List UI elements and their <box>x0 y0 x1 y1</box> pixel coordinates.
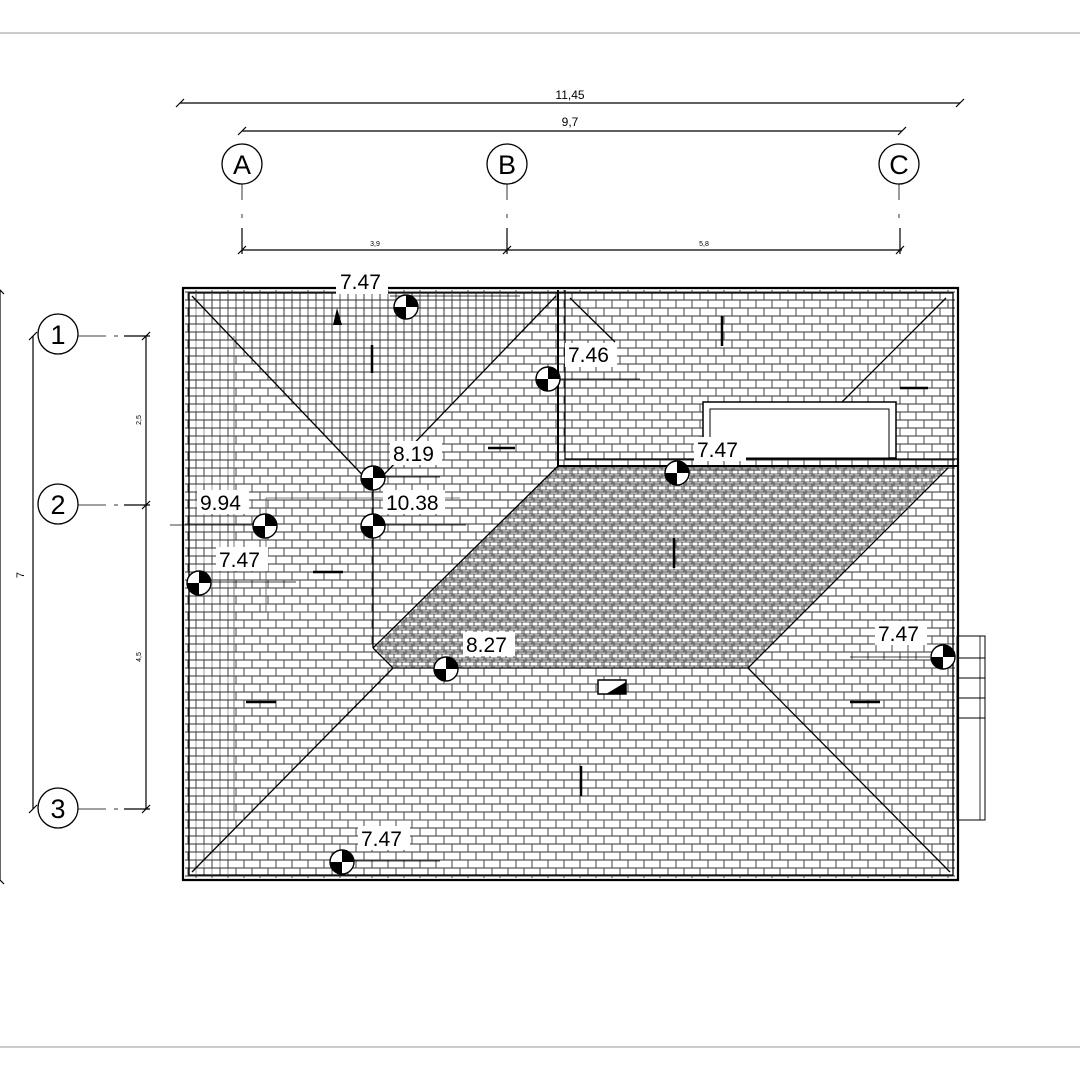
axis-label-b: B <box>498 150 516 180</box>
elevation-label-top-left-eave: 7.47 <box>340 271 381 294</box>
axis-bubble-2: 2 <box>37 483 118 525</box>
dimension-overall-depth-label: 7 <box>15 572 27 578</box>
elevation-label-mid-eave: 7.47 <box>697 439 738 462</box>
axis-bubble-b: B <box>486 143 528 218</box>
dimension-axis-width-label: 9,7 <box>562 115 579 129</box>
dimension-rows-depth <box>28 331 38 814</box>
elevation-marker-mid-eave: 7.47 <box>664 437 760 486</box>
axis-label-2: 2 <box>50 490 65 520</box>
dimension-span-bc-label: 5,8 <box>699 241 709 248</box>
dimension-spans-ab-bc <box>237 228 905 255</box>
axis-bubble-c: C <box>878 143 920 218</box>
elevation-marker-peak: 10.38 <box>360 490 466 539</box>
dimension-axis-width <box>237 126 907 136</box>
dimension-span-ab-label: 3,9 <box>370 241 380 248</box>
axis-bubble-1: 1 <box>37 313 118 355</box>
elevation-marker-ridge-lower: 8.27 <box>433 632 520 682</box>
elevation-marker-right-eave: 7.47 <box>850 621 956 670</box>
roof-outline <box>181 286 986 882</box>
elevation-marker-bottom-eave: 7.47 <box>329 826 440 875</box>
elevation-label-peak: 10.38 <box>386 492 439 515</box>
dimension-overall-depth <box>0 289 5 885</box>
dimension-span-23-label: 4,5 <box>136 652 143 662</box>
elevation-label-bottom-eave: 7.47 <box>361 828 402 851</box>
elevation-label-left-eave: 7.47 <box>219 549 260 572</box>
dimension-rows-spans <box>124 331 151 814</box>
axis-label-a: A <box>233 150 251 180</box>
elevation-label-inner-valley: 7.46 <box>568 344 609 367</box>
axis-label-c: C <box>889 150 909 180</box>
elevation-marker-inner-valley: 7.46 <box>535 343 640 392</box>
dimension-overall-width <box>175 98 965 108</box>
axis-label-3: 3 <box>50 794 65 824</box>
elevation-label-right-eave: 7.47 <box>878 623 919 646</box>
dimension-span-12-label: 2,5 <box>136 415 143 425</box>
elevation-marker-left-ridge: 9.94 <box>170 490 278 539</box>
axis-bubble-a: A <box>221 143 263 218</box>
elevation-marker-top-left-eave: 7.47 <box>336 270 520 320</box>
elevation-marker-ridge-upper: 8.19 <box>360 441 442 491</box>
elevation-label-ridge-upper: 8.19 <box>393 443 434 466</box>
elevation-marker-left-eave: 7.47 <box>186 547 296 596</box>
axis-label-1: 1 <box>50 320 65 350</box>
elevation-label-left-ridge: 9.94 <box>200 492 241 515</box>
axis-bubble-3: 3 <box>37 787 118 829</box>
dimension-overall-width-label: 11,45 <box>555 88 584 102</box>
elevation-label-ridge-lower: 8.27 <box>466 634 507 657</box>
